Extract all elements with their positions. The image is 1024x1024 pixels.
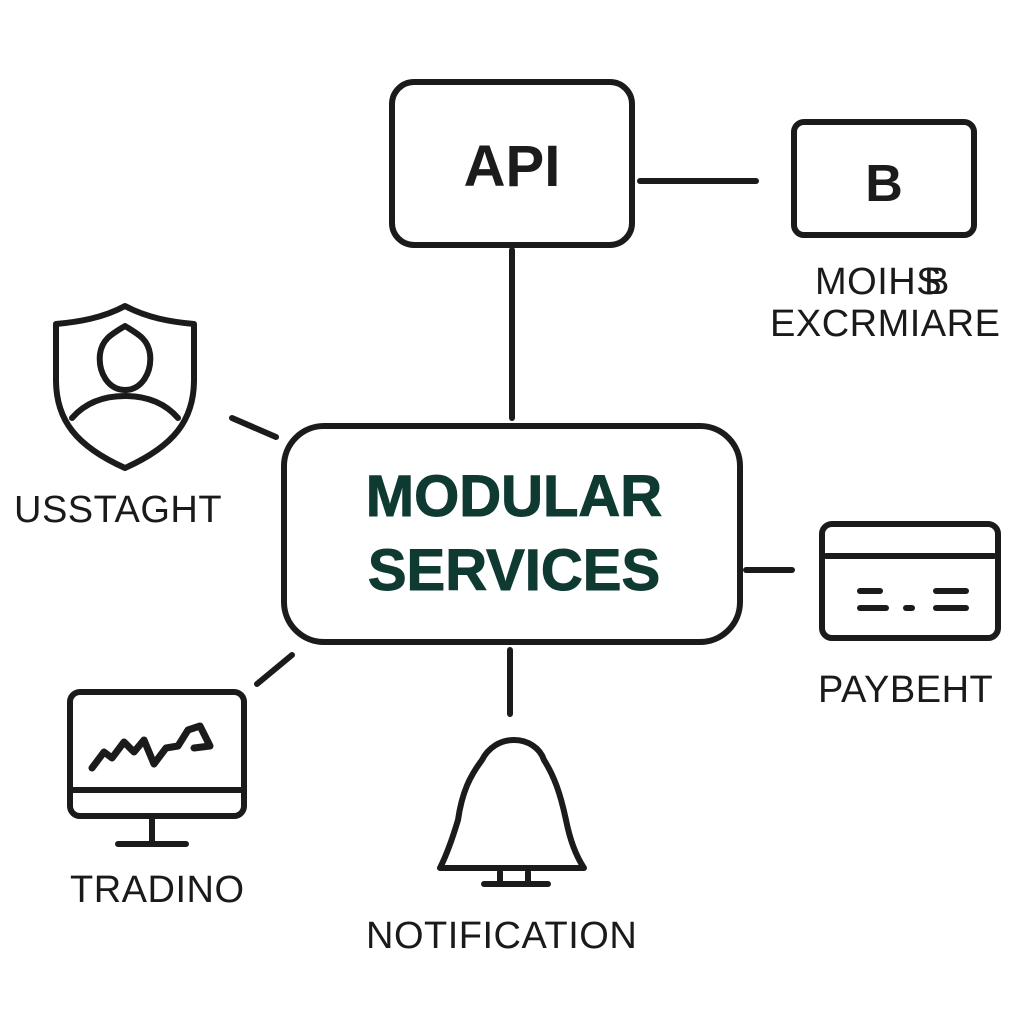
hub-node: MODULAR SERVICES <box>281 423 743 645</box>
trading-node: TRADINO <box>67 689 247 911</box>
monitor-chart-icon <box>67 689 247 847</box>
b-caption-line2: EXCRMIARE <box>770 303 1000 345</box>
user-caption: USSTAGHT <box>14 489 222 531</box>
connectors <box>229 178 795 717</box>
api-label: API <box>464 134 561 199</box>
user-node: USSTAGHT <box>14 303 222 531</box>
b-caption-line1: MOIHS <box>815 261 942 303</box>
connector-user-hub <box>229 415 279 440</box>
connector-hub-trading <box>254 652 295 687</box>
b-label: B <box>865 155 903 213</box>
notification-caption: NOTIFICATION <box>366 915 637 957</box>
payment-node: PAYBEHT <box>818 521 1001 711</box>
hub-label-line2: SERVICES <box>368 538 660 603</box>
trading-caption: TRADINO <box>70 869 245 911</box>
hub-box <box>281 423 743 645</box>
shield-user-icon <box>53 303 197 471</box>
api-node: API <box>389 79 635 248</box>
b-node: B MOIHS B EXCRMIARE <box>770 119 1000 345</box>
b-box <box>791 119 977 238</box>
api-box <box>389 79 635 248</box>
credit-card-icon <box>819 521 1001 641</box>
b-caption-line1-extra: B <box>924 261 950 303</box>
notification-node: NOTIFICATION <box>366 737 637 957</box>
hub-label-line1: MODULAR <box>366 464 662 529</box>
bell-icon <box>437 737 587 887</box>
payment-caption: PAYBEHT <box>818 669 993 711</box>
